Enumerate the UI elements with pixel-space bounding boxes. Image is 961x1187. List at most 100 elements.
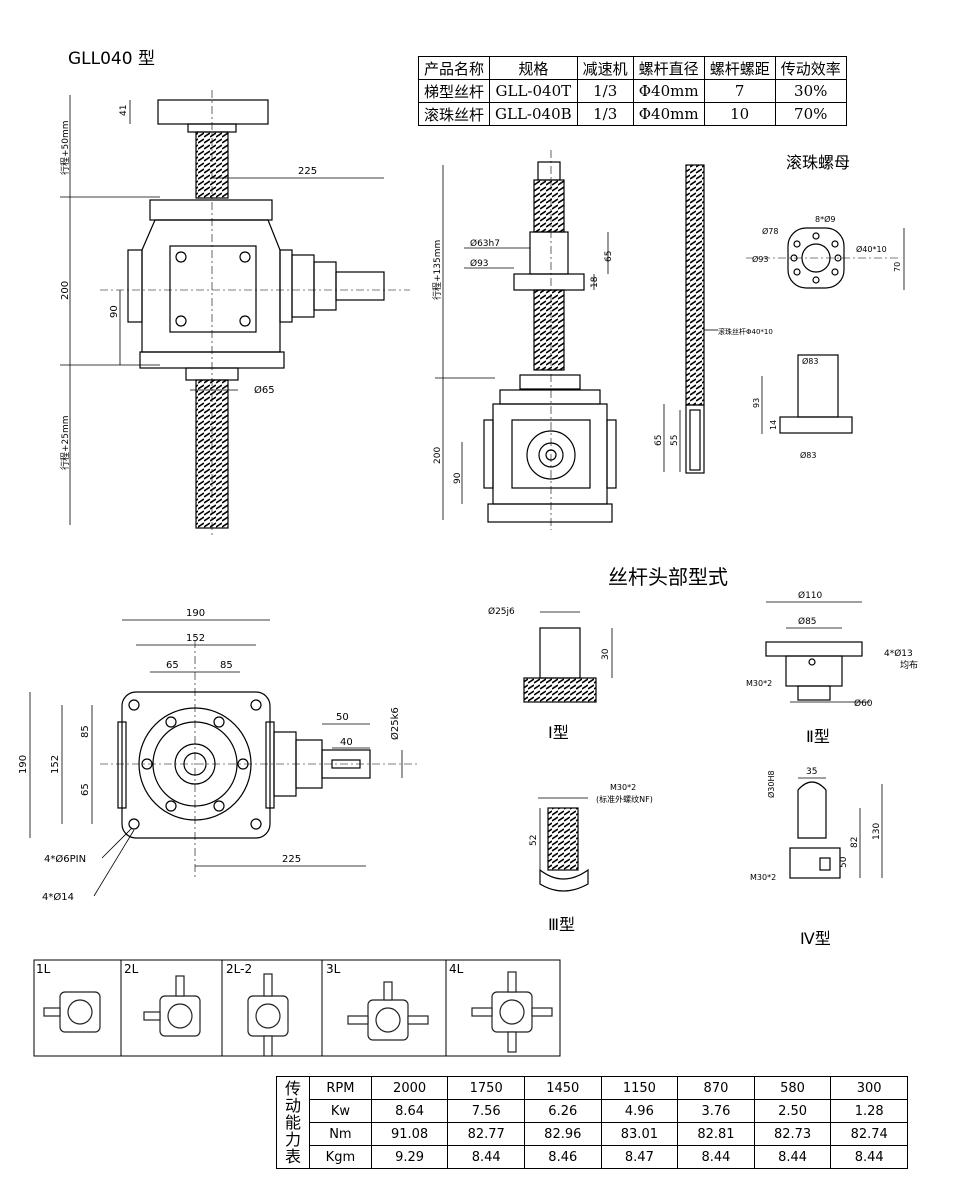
layout-2l: 2L (124, 962, 139, 976)
dim-70: 70 (893, 262, 902, 272)
perf-cell: 8.46 (523, 1145, 602, 1169)
side-view (435, 150, 617, 530)
spec-cell: 10 (703, 102, 776, 126)
layout-1l: 1L (36, 962, 51, 976)
spec-cell: 1/3 (576, 102, 634, 126)
head-type-4-label: Ⅳ型 (800, 929, 831, 948)
dim-phi40x10: Ø40*10 (856, 244, 887, 254)
perf-cell: 82.81 (677, 1122, 755, 1146)
perf-cell: 82.96 (523, 1122, 602, 1146)
perf-cell: 8.64 (370, 1099, 449, 1123)
dim-phi83b: Ø83 (800, 450, 816, 460)
perf-cell: 870 (677, 1076, 755, 1100)
dim-50b: 50 (839, 856, 849, 868)
dim-152-left: 152 (50, 755, 61, 774)
dim-phi85: Ø85 (798, 616, 817, 627)
ball-screw-label: 滚珠丝杆Φ40*10 (718, 327, 773, 336)
perf-cell: 8.44 (830, 1145, 908, 1169)
perf-cell: 4.96 (600, 1099, 679, 1123)
dim-phi65: Ø65 (254, 384, 275, 396)
dim-152-top: 152 (186, 633, 205, 644)
model-title: GLL040 型 (68, 49, 155, 69)
spec-header: 螺杆直径 (632, 56, 705, 80)
dim-82: 82 (850, 837, 860, 848)
perf-cell: 6.26 (523, 1099, 602, 1123)
spec-row: 滚珠丝杆 GLL-040B 1/3 Φ40mm 10 70% (417, 102, 847, 126)
perf-row: 传动能力表 RPM 2000 1750 1450 1150 870 580 30… (276, 1076, 908, 1169)
top-plate (157, 99, 269, 125)
dim-55: 55 (670, 435, 680, 446)
perf-cell: RPM (309, 1076, 372, 1100)
dim-phi30h8: Ø30H8 (766, 770, 776, 798)
dim-52: 52 (529, 835, 539, 846)
head-type-2-label: Ⅱ型 (806, 727, 830, 746)
dim-phi93b: Ø93 (752, 254, 768, 264)
perf-cell: 82.74 (830, 1122, 908, 1146)
ball-nut (746, 227, 905, 434)
dim-35: 35 (806, 767, 817, 777)
dim-phi63h7: Ø63h7 (470, 238, 500, 249)
spec-cell: 70% (774, 102, 847, 126)
spec-cell: 滚珠丝杆 (417, 102, 491, 126)
perf-cell: 8.44 (677, 1145, 755, 1169)
spec-cell: Φ40mm (632, 102, 705, 126)
perf-cell: 1450 (523, 1076, 602, 1100)
spec-cell: 7 (703, 79, 776, 103)
dim-65-v: 65 (80, 783, 91, 796)
side-view-dims: Ø63h7 Ø93 65 18 行程+135mm 200 90 (431, 238, 614, 484)
performance-table: 传动能力表 RPM 2000 1750 1450 1150 870 580 30… (276, 1076, 908, 1169)
dim-phi25j6: Ø25j6 (488, 606, 515, 617)
dim-30: 30 (601, 648, 611, 660)
perf-row: Kgm 9.29 8.44 8.46 8.47 8.44 8.44 8.44 (277, 1145, 908, 1169)
perf-cell: 91.08 (370, 1122, 449, 1146)
spec-header: 减速机 (576, 56, 634, 80)
layout-3l: 3L (326, 962, 341, 976)
perf-cell: 300 (830, 1076, 908, 1100)
perf-cell: 82.73 (753, 1122, 832, 1146)
dim-std-thread: (标准外螺纹NF) (596, 794, 653, 804)
perf-cell: 3.76 (677, 1099, 755, 1123)
dim-225: 225 (298, 166, 317, 177)
ball-nut-title: 滚珠螺母 (786, 153, 850, 172)
dim-50: 50 (336, 712, 349, 723)
dim-65-h: 65 (166, 660, 179, 671)
screw-head-title: 丝杆头部型式 (608, 565, 728, 589)
dim-130: 130 (872, 823, 882, 840)
spec-header: 螺杆螺距 (703, 56, 776, 80)
layout-1l-icon (43, 991, 101, 1033)
spec-cell: GLL-040T (489, 79, 578, 103)
perf-cell: 1150 (600, 1076, 679, 1100)
perf-cell: 8.44 (447, 1145, 525, 1169)
perf-row-title: 传动能力表 (276, 1076, 310, 1169)
spec-header: 产品名称 (417, 56, 491, 80)
spec-cell: 30% (774, 79, 847, 103)
perf-cell: Nm (309, 1122, 372, 1146)
perf-cell: 82.77 (447, 1122, 525, 1146)
layout-2l-icon (143, 975, 201, 1037)
perf-cell: 8.44 (753, 1145, 832, 1169)
perf-cell: 580 (753, 1076, 832, 1100)
dim-190-left: 190 (18, 755, 29, 774)
perf-cell: Kgm (309, 1145, 372, 1169)
perf-row: Kw 8.64 7.56 6.26 4.96 3.76 2.50 1.28 (277, 1099, 908, 1123)
dim-phi60: Ø60 (854, 698, 873, 709)
dim-85-h: 85 (220, 660, 233, 671)
perf-row: Nm 91.08 82.77 82.96 83.01 82.81 82.73 8… (277, 1122, 908, 1146)
dim-65b: 65 (654, 435, 664, 446)
dim-stroke-up: 行程+50mm (59, 120, 71, 175)
dim-evenly: 均布 (900, 659, 918, 671)
dim-m30b: M30*2 (610, 783, 636, 792)
dim-stroke-down: 行程+25mm (59, 415, 71, 470)
dim-holes14: 4*Ø14 (42, 891, 74, 903)
dim-phi78: Ø78 (762, 226, 778, 236)
perf-cell: 1.28 (830, 1099, 908, 1123)
layout-2l-2: 2L-2 (226, 962, 252, 976)
spec-cell: GLL-040B (489, 102, 578, 126)
top-view (29, 619, 420, 897)
head-type-1 (523, 611, 613, 703)
head-type-2 (765, 601, 870, 703)
ball-screw-dims: 滚珠丝杆Φ40*10 65 55 (654, 327, 773, 446)
dim-190-top: 190 (186, 608, 205, 619)
head-type-3-label: Ⅲ型 (548, 915, 575, 934)
